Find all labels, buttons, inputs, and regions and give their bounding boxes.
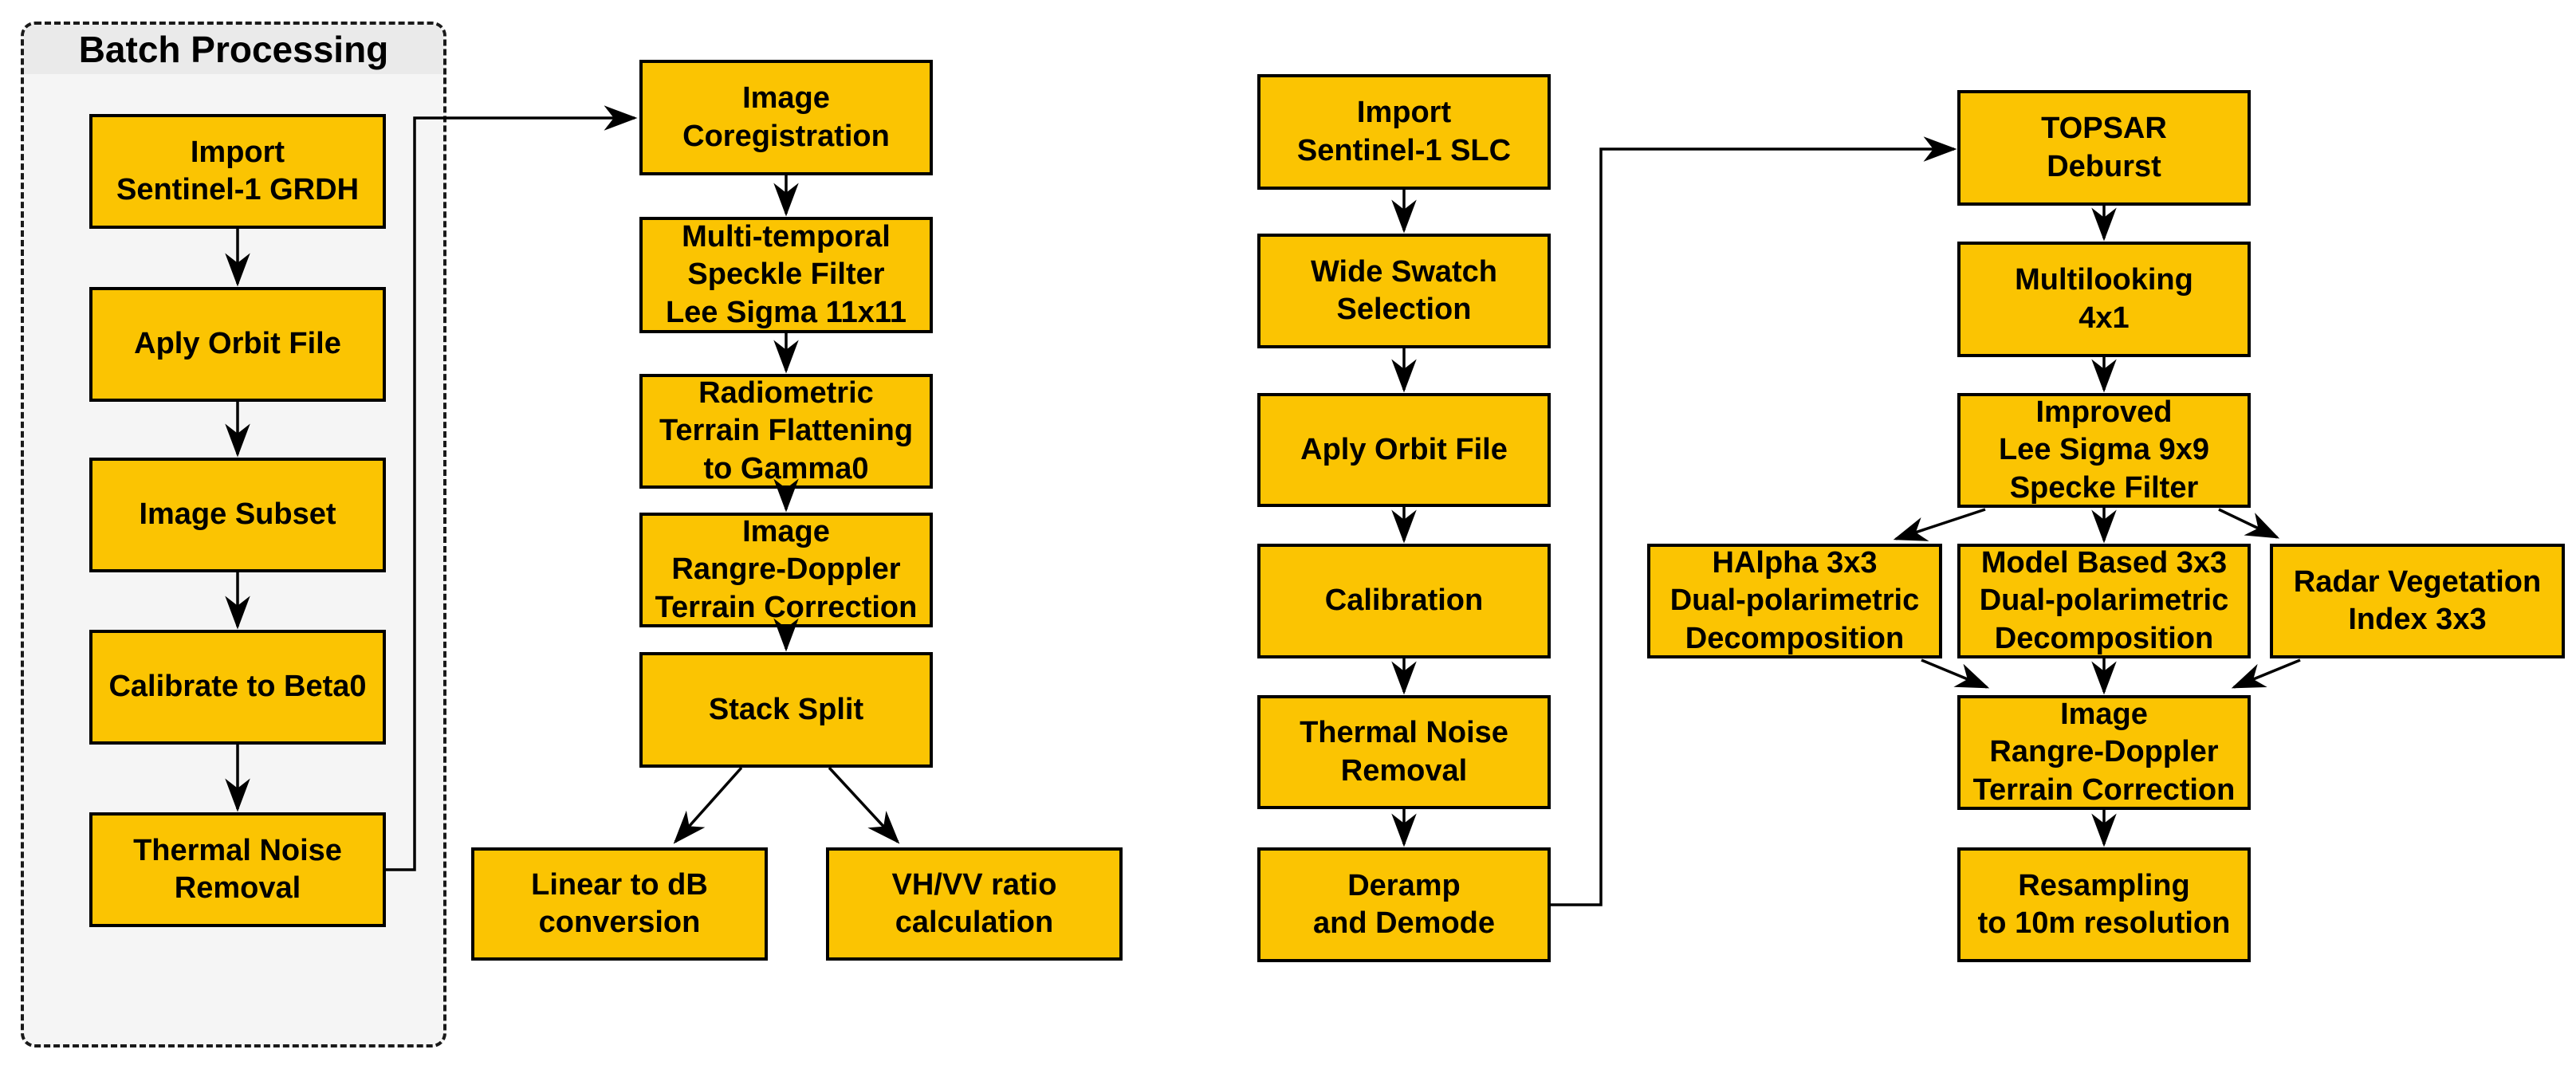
node-deramp-and-demode: Deramp and Demode <box>1257 847 1551 962</box>
edge-stack-split-to-vhvv-ratio <box>828 766 900 844</box>
node-thermal-noise-removal-grd: Thermal Noise Removal <box>89 812 386 927</box>
node-image-subset-label: Image Subset <box>139 497 336 532</box>
node-image-subset: Image Subset <box>89 458 386 572</box>
edge-deramp-to-topsar-deburst <box>1551 136 1957 906</box>
node-image-range-doppler-tc-grd: Image Rangre-Doppler Terrain Correction <box>639 513 933 627</box>
node-stack-split-label: Stack Split <box>708 692 864 726</box>
edge-improved-lee-to-halpha <box>1893 508 1986 541</box>
node-radiometric-terrain-flattening-label: Radiometric Terrain Flattening to Gamma0 <box>659 376 914 485</box>
node-thermal-noise-removal-slc-label: Thermal Noise Removal <box>1300 716 1508 788</box>
node-multilooking-4x1-label: Multilooking 4x1 <box>2015 263 2193 335</box>
node-radiometric-terrain-flattening: Radiometric Terrain Flattening to Gamma0 <box>639 374 933 489</box>
node-image-coregistration-label: Image Coregistration <box>682 81 890 153</box>
node-aply-orbit-file-grd: Aply Orbit File <box>89 287 386 402</box>
node-topsar-deburst: TOPSAR Deburst <box>1957 90 2251 206</box>
node-vhvv-ratio-calculation-label: VH/VV ratio calculation <box>891 867 1057 939</box>
node-linear-to-db-conversion-label: Linear to dB conversion <box>531 867 708 939</box>
node-topsar-deburst-label: TOPSAR Deburst <box>2041 112 2167 183</box>
batch-processing-title: Batch Processing <box>78 29 389 70</box>
node-image-range-doppler-tc-slc: Image Rangre-Doppler Terrain Correction <box>1957 695 2251 810</box>
node-halpha-decomposition-label: HAlpha 3x3 Dual-polarimetric Decompositi… <box>1669 546 1920 655</box>
node-import-sentinel1-slc: Import Sentinel-1 SLC <box>1257 74 1551 190</box>
node-calibrate-to-beta0-label: Calibrate to Beta0 <box>108 670 367 704</box>
node-import-sentinel1-grdh: Import Sentinel-1 GRDH <box>89 114 386 229</box>
edge-improved-lee-to-rvi <box>2218 508 2280 539</box>
node-improved-lee-sigma: Improved Lee Sigma 9x9 Specke Filter <box>1957 393 2251 508</box>
node-image-coregistration: Image Coregistration <box>639 60 933 175</box>
node-aply-orbit-file-grd-label: Aply Orbit File <box>134 327 341 361</box>
node-wide-swatch-selection: Wide Swatch Selection <box>1257 234 1551 348</box>
batch-processing-header: Batch Processing <box>24 25 443 74</box>
node-multitemporal-speckle-filter-label: Multi-temporal Speckle Filter Lee Sigma … <box>665 220 907 329</box>
node-import-sentinel1-slc-label: Import Sentinel-1 SLC <box>1296 96 1512 167</box>
node-linear-to-db-conversion: Linear to dB conversion <box>471 847 768 961</box>
node-thermal-noise-removal-slc: Thermal Noise Removal <box>1257 695 1551 809</box>
edge-halpha-to-terrain-correction <box>1921 658 1990 689</box>
node-wide-swatch-selection-label: Wide Swatch Selection <box>1310 254 1498 326</box>
node-calibration-label: Calibration <box>1324 584 1484 618</box>
node-radar-vegetation-index-label: Radar Vegetation Index 3x3 <box>2293 564 2542 636</box>
node-aply-orbit-file-slc: Aply Orbit File <box>1257 393 1551 507</box>
node-model-based-decomposition: Model Based 3x3 Dual-polarimetric Decomp… <box>1957 544 2251 658</box>
node-stack-split: Stack Split <box>639 652 933 768</box>
node-resampling-10m-label: Resampling to 10m resolution <box>1977 868 2231 940</box>
node-resampling-10m: Resampling to 10m resolution <box>1957 847 2251 962</box>
node-calibration: Calibration <box>1257 544 1551 658</box>
node-image-range-doppler-tc-grd-label: Image Rangre-Doppler Terrain Correction <box>655 515 918 624</box>
edge-stack-split-to-linear-db <box>673 766 743 844</box>
node-halpha-decomposition: HAlpha 3x3 Dual-polarimetric Decompositi… <box>1647 544 1942 658</box>
node-radar-vegetation-index: Radar Vegetation Index 3x3 <box>2270 544 2565 658</box>
node-import-sentinel1-grdh-label: Import Sentinel-1 GRDH <box>116 135 360 206</box>
node-improved-lee-sigma-label: Improved Lee Sigma 9x9 Specke Filter <box>1998 395 2210 505</box>
node-image-range-doppler-tc-slc-label: Image Rangre-Doppler Terrain Correction <box>1972 698 2236 807</box>
node-deramp-and-demode-label: Deramp and Demode <box>1312 868 1496 940</box>
node-vhvv-ratio-calculation: VH/VV ratio calculation <box>826 847 1123 961</box>
node-thermal-noise-removal-grd-label: Thermal Noise Removal <box>133 833 342 905</box>
edge-rvi-to-terrain-correction <box>2231 658 2301 689</box>
node-aply-orbit-file-slc-label: Aply Orbit File <box>1300 432 1508 466</box>
node-calibrate-to-beta0: Calibrate to Beta0 <box>89 630 386 745</box>
node-multitemporal-speckle-filter: Multi-temporal Speckle Filter Lee Sigma … <box>639 217 933 333</box>
node-model-based-decomposition-label: Model Based 3x3 Dual-polarimetric Decomp… <box>1979 546 2229 655</box>
node-multilooking-4x1: Multilooking 4x1 <box>1957 242 2251 357</box>
